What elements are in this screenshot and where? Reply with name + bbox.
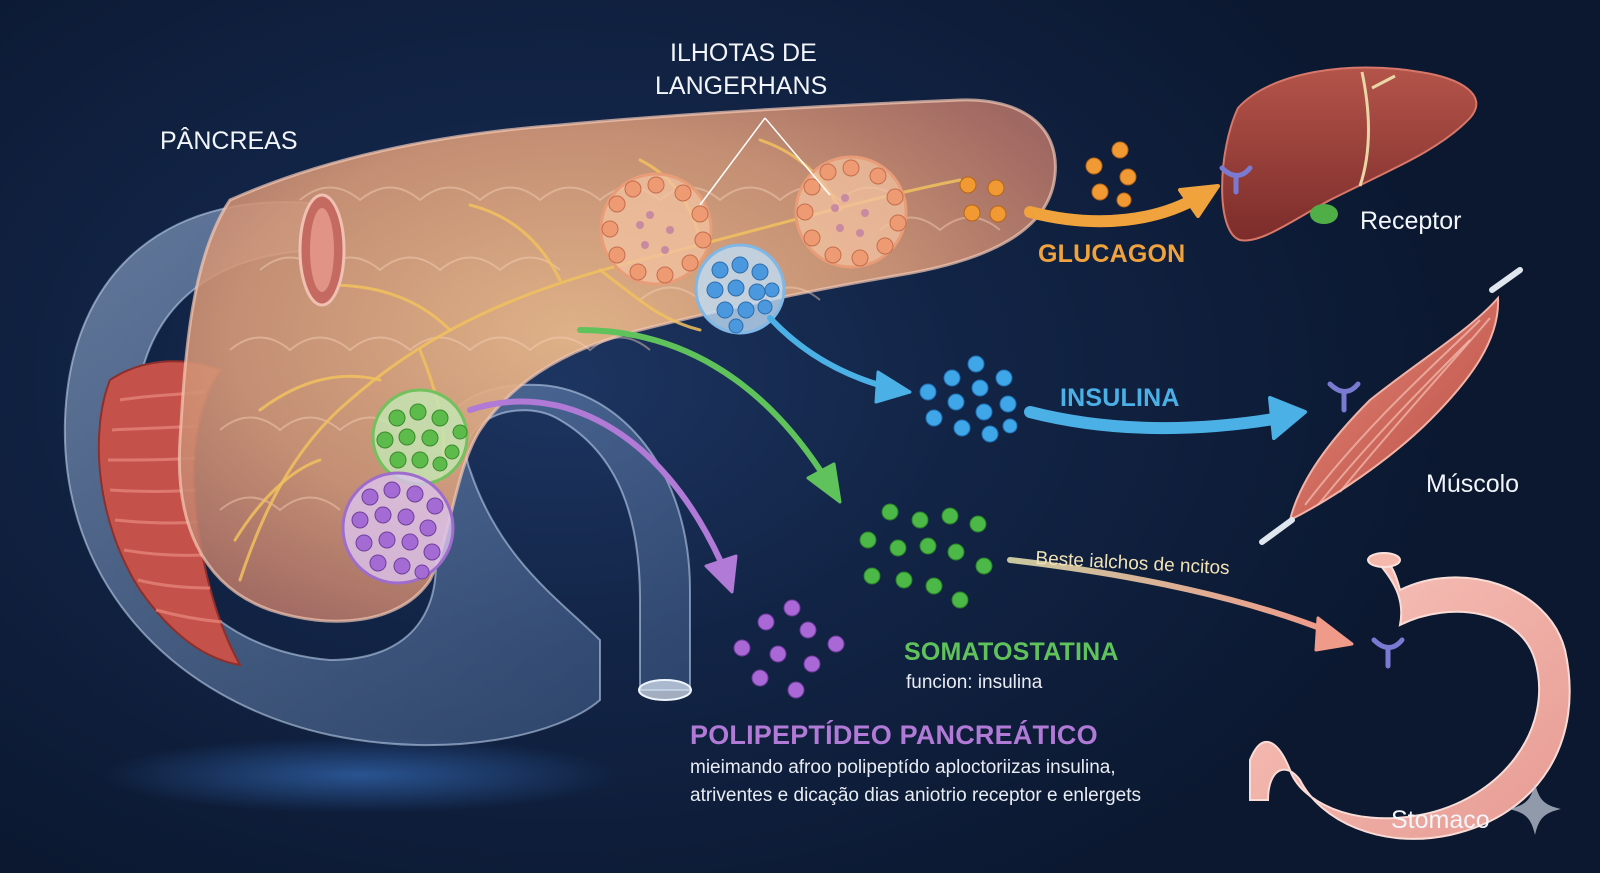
hormone-arrows [467, 184, 1354, 652]
polypeptide-label: POLIPEPTÍDEO PANCREÁTICO [690, 720, 1098, 750]
insulin-arrow-short [767, 315, 893, 391]
islet-alpha-right [794, 155, 908, 269]
insulin-arrow [1024, 406, 1286, 435]
pancreas-label: PÂNCREAS [160, 127, 298, 155]
stomach-arrow [1007, 557, 1333, 635]
somatostatin-note: funcion: insulina [906, 672, 1043, 693]
polypeptide-arrow [467, 398, 723, 563]
islets-label-line1: ILHOTAS DE [670, 39, 817, 67]
sparkle-icon [1509, 783, 1561, 835]
glucagon-particles [959, 141, 1137, 223]
receptor-label: Receptor [1360, 207, 1462, 235]
islets-label-line2: LANGERHANS [655, 72, 828, 100]
polypeptide-desc-line1: mieimando afroo polipeptído aploctoriiza… [690, 757, 1116, 778]
floor-glow [100, 737, 620, 813]
islet-alpha-left [599, 172, 713, 286]
somatostatin-particles [859, 503, 993, 609]
pancreas-cut-end-inner [310, 208, 334, 292]
insulin-label: INSULINA [1060, 384, 1180, 412]
polypeptide-particles [733, 599, 845, 699]
somatostatin-arrow [577, 327, 823, 473]
duodenum-tube [63, 201, 691, 747]
islet-leader-lines [699, 117, 831, 206]
liver-organ [1221, 66, 1478, 242]
islet-pp [341, 471, 455, 585]
polypeptide-desc-line2: atriventes e dicação dias aniotrio recep… [690, 785, 1141, 806]
glucagon-label: GLUCAGON [1038, 240, 1186, 268]
stomach-label: Stomaco [1391, 806, 1490, 834]
stomach-organ [1249, 552, 1571, 840]
muscle-organ [1259, 267, 1523, 545]
islet-beta [694, 243, 786, 335]
receptor-icons [1219, 165, 1405, 669]
duodenum-opening [638, 679, 692, 701]
muscle-label: Múscolo [1426, 470, 1520, 498]
somatostatin-label: SOMATOSTATINA [904, 638, 1119, 666]
islet-delta [371, 388, 469, 486]
glucagon-arrow [1024, 190, 1206, 228]
insulin-particles [919, 355, 1018, 443]
